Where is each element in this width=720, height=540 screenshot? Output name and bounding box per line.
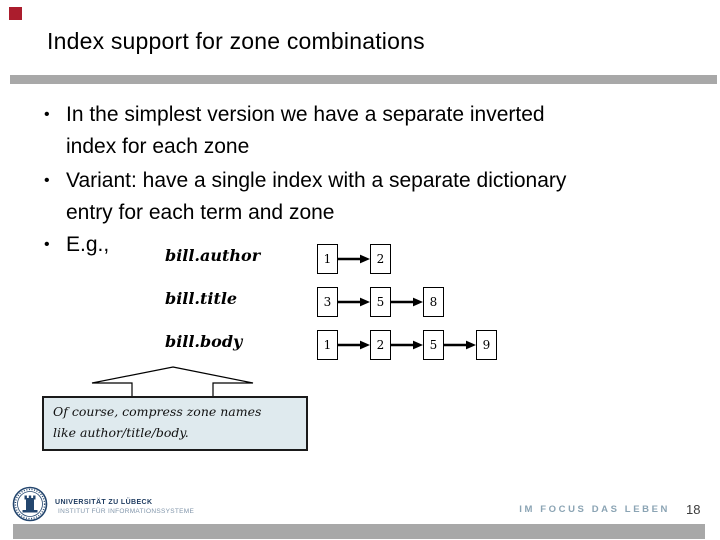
- title-divider-bar: [10, 75, 717, 84]
- postings-list: 1 2 5 9: [317, 330, 497, 360]
- posting-box: 2: [370, 244, 391, 274]
- bullet-text: In the simplest version we have a separa…: [66, 99, 545, 163]
- bullet-dot-icon: •: [44, 106, 50, 123]
- bullet-item: • E.g.,: [44, 229, 109, 261]
- posting-box: 9: [476, 330, 497, 360]
- bullet-item: • Variant: have a single index with a se…: [44, 165, 566, 229]
- zone-label: bill.author: [165, 246, 261, 265]
- bullet-line: index for each zone: [66, 135, 250, 158]
- footer-divider-bar: [13, 524, 705, 539]
- posting-box: 2: [370, 330, 391, 360]
- bullet-dot-icon: •: [44, 236, 50, 253]
- callout-line: like author/title/body.: [53, 425, 189, 440]
- posting-box: 5: [423, 330, 444, 360]
- bullet-item: • In the simplest version we have a sepa…: [44, 99, 545, 163]
- callout-box: Of course, compress zone names like auth…: [42, 396, 308, 451]
- posting-arrow-icon: [391, 340, 423, 350]
- university-seal-icon: [12, 486, 48, 522]
- posting-box: 3: [317, 287, 338, 317]
- callout-line: Of course, compress zone names: [53, 404, 262, 419]
- posting-arrow-icon: [338, 254, 370, 264]
- posting-box: 1: [317, 244, 338, 274]
- zone-label: bill.body: [165, 332, 243, 351]
- university-motto: IM FOCUS DAS LEBEN: [519, 504, 670, 515]
- postings-list: 3 5 8: [317, 287, 444, 317]
- posting-arrow-icon: [444, 340, 476, 350]
- institute-name: INSTITUT FÜR INFORMATIONSSYSTEME: [58, 508, 195, 515]
- posting-arrow-icon: [338, 340, 370, 350]
- up-arrow-shape: [91, 366, 254, 398]
- bullet-line: Variant: have a single index with a sepa…: [66, 169, 567, 192]
- posting-arrow-icon: [338, 297, 370, 307]
- slide-title: Index support for zone combinations: [47, 28, 425, 54]
- bullet-text: Variant: have a single index with a sepa…: [66, 165, 566, 229]
- page-number: 18: [686, 502, 701, 517]
- bullet-line: In the simplest version we have a separa…: [66, 103, 545, 126]
- zone-label: bill.title: [165, 289, 238, 308]
- posting-box: 8: [423, 287, 444, 317]
- postings-row-bill-body: bill.body 1 2 5 9: [0, 330, 720, 360]
- postings-row-bill-title: bill.title 3 5 8: [0, 287, 720, 317]
- posting-box: 5: [370, 287, 391, 317]
- slide-accent-square: [9, 7, 22, 20]
- university-name: UNIVERSITÄT ZU LÜBECK: [55, 499, 153, 506]
- bullet-line: entry for each term and zone: [66, 201, 335, 224]
- bullet-dot-icon: •: [44, 172, 50, 189]
- bullet-text: E.g.,: [66, 229, 109, 261]
- posting-arrow-icon: [391, 297, 423, 307]
- posting-box: 1: [317, 330, 338, 360]
- bullet-line: E.g.,: [66, 233, 110, 256]
